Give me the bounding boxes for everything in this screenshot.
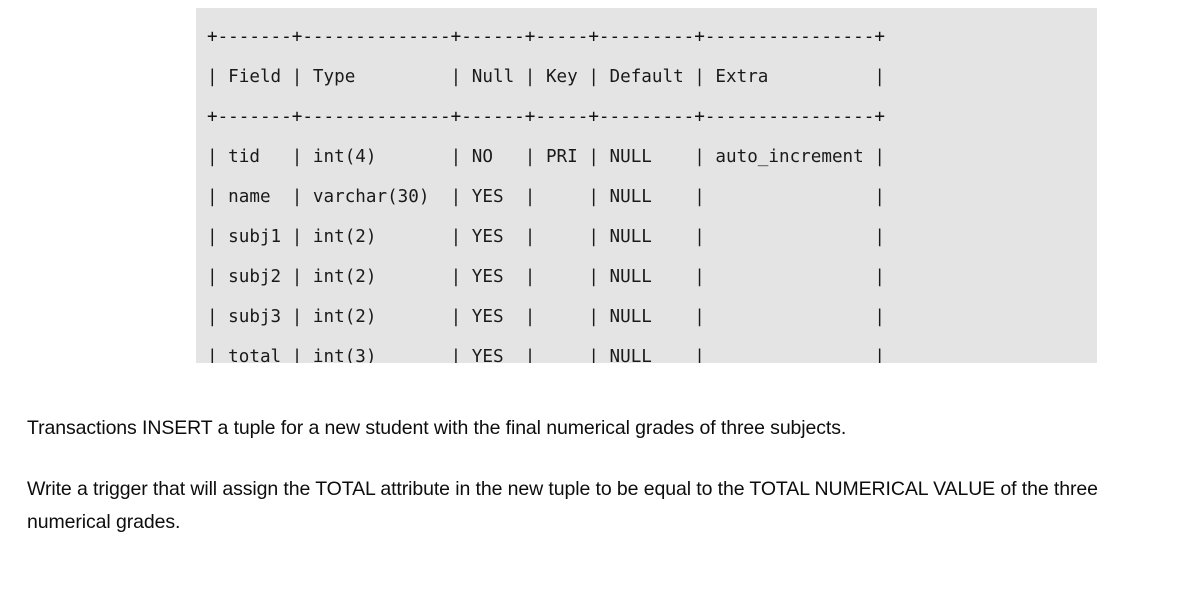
- paragraph-transactions: Transactions INSERT a tuple for a new st…: [27, 416, 847, 439]
- table-row: | subj1 | int(2) | YES | | NULL | |: [207, 227, 885, 247]
- table-row: | subj3 | int(2) | YES | | NULL | |: [207, 307, 885, 327]
- table-row: | tid | int(4) | NO | PRI | NULL | auto_…: [207, 147, 885, 167]
- table-row: | total | int(3) | YES | | NULL | |: [207, 347, 885, 363]
- mysql-describe-output-block: +-------+--------------+------+-----+---…: [196, 8, 1097, 363]
- table-row: | name | varchar(30) | YES | | NULL | |: [207, 187, 885, 207]
- table-border-header: +-------+--------------+------+-----+---…: [207, 107, 885, 127]
- paragraph-trigger-question: Write a trigger that will assign the TOT…: [27, 477, 1098, 533]
- table-border-top: +-------+--------------+------+-----+---…: [207, 27, 885, 47]
- table-row: | subj2 | int(2) | YES | | NULL | |: [207, 267, 885, 287]
- table-header-row: | Field | Type | Null | Key | Default | …: [207, 67, 885, 87]
